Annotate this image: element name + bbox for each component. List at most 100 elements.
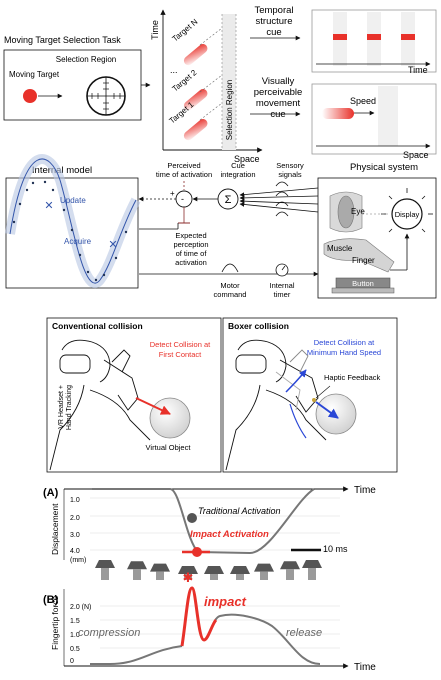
visual-space-label: Space [403, 150, 429, 160]
boxer-virtual-object [315, 393, 357, 435]
target-2-blob [183, 89, 208, 111]
boxer-panel [222, 317, 398, 473]
detect-first-l1: Detect Collision at [150, 340, 211, 349]
vr-headset-l1: VR Headset + [58, 385, 65, 429]
detect-min-l1: Detect Collision at [314, 338, 375, 347]
button-cap-icon [127, 561, 147, 570]
impact-star-icon: ✱ [183, 570, 194, 585]
panel-b-tick-4: 0.5 [70, 646, 80, 653]
haptic-point [312, 398, 316, 402]
traditional-activation-label: Traditional Activation [198, 506, 281, 516]
panel-b: (B) Time Fingertip force 2.0 (N) 1.5 1.0… [43, 586, 376, 673]
button-cap-icon [302, 560, 322, 568]
selection-region-vertical-label: Selection Region [225, 80, 234, 140]
conventional-panel [46, 317, 222, 473]
panel-a-tick-1: 1.0 [70, 497, 80, 504]
moving-target-dot [23, 89, 37, 103]
task-title: Moving Target Selection Task [4, 35, 121, 45]
display-label: Display [395, 210, 420, 219]
panel-a: (A) Time Displacement 1.0 2.0 3.0 4.0 (m… [43, 485, 376, 585]
target-n-blob [183, 44, 208, 66]
compression-label: compression [78, 627, 140, 639]
sensory-signals-l1: Sensory [276, 161, 304, 170]
temporal-pulse [367, 34, 381, 40]
min-speed-arrow [315, 401, 339, 419]
minus-sign: - [181, 194, 184, 204]
update-marker: ✕ [44, 200, 53, 212]
virtual-object-label: Virtual Object [146, 443, 192, 452]
button-cap-icon [204, 566, 224, 574]
physical-system-title: Physical system [350, 162, 418, 173]
button-cap-icon [254, 563, 274, 572]
panel-b-tick-5: 0 [70, 658, 74, 665]
button-cap-icon [178, 566, 198, 574]
motor-command-pulse [221, 263, 239, 273]
impact-activation-dot [192, 547, 202, 557]
internal-timer-l2: timer [274, 290, 291, 299]
button-stem [210, 574, 218, 580]
motor-command-l2: command [214, 290, 247, 299]
time-space-plot: Time Space Selection Region Target N ...… [150, 9, 263, 164]
panel-b-tick-3: 1.0 [70, 632, 80, 639]
button-label: Button [352, 279, 374, 288]
expected-perception-l4: activation [175, 258, 207, 267]
comparator-node [175, 190, 193, 208]
finger-label: Finger [352, 256, 375, 265]
force-curve [181, 586, 321, 665]
panel-a-time-label: Time [354, 485, 376, 496]
temporal-cue-l2: structure [256, 16, 293, 27]
haptic-label: Haptic Feedback [324, 373, 381, 382]
eye-label: Eye [351, 207, 365, 216]
button-stem [260, 571, 268, 580]
speed-blob [322, 108, 354, 119]
speed-label: Speed [350, 96, 376, 106]
button-press-strip: ✱ [95, 560, 322, 585]
button-cap-icon [150, 563, 170, 572]
compression-curve [90, 645, 183, 665]
impact-direction-arrow [135, 397, 171, 415]
temporal-cue-l1: Temporal [254, 5, 293, 16]
impact-label: impact [204, 594, 247, 609]
detect-min-l2: Minimum Hand Speed [307, 348, 381, 357]
selection-region-label: Selection Region [56, 55, 116, 64]
release-label: release [286, 627, 322, 639]
button-cap-icon [95, 560, 115, 568]
expected-perception-l2: perception [173, 240, 208, 249]
approach-arrow [285, 369, 307, 393]
visual-cue-l3: movement [256, 98, 301, 109]
space-axis-label: Space [234, 154, 260, 164]
time-axis-label: Time [150, 20, 160, 40]
displacement-curve [92, 488, 315, 555]
cue-integration-l1: Cue [231, 161, 245, 170]
sensory-signals-l2: signals [278, 170, 302, 179]
target-n-label: Target N [171, 17, 200, 43]
boxer-title: Boxer collision [228, 321, 289, 331]
panel-a-tick-3: 3.0 [70, 532, 80, 539]
model-samples [12, 180, 128, 282]
temporal-pulse [333, 34, 347, 40]
perceived-time-l2: time of activation [156, 170, 212, 179]
visual-cue-l4: cue [270, 109, 285, 120]
button-stem [184, 574, 192, 580]
motor-command-l1: Motor [220, 281, 240, 290]
model-curve [9, 158, 137, 284]
temporal-time-label: Time [408, 65, 428, 75]
button-stem [156, 571, 164, 580]
visual-cue-l2: perceivable [254, 87, 303, 98]
crosshair-icon [86, 76, 126, 116]
button-cap-icon [280, 561, 300, 570]
detect-first-l2: First Contact [159, 350, 202, 359]
acquire-label: Acquire [64, 237, 92, 246]
update-label: Update [60, 196, 86, 205]
expected-perception-l3: of time of [176, 249, 208, 258]
collision-section: Conventional collision Boxer collision V… [46, 317, 398, 473]
acquire-marker: ✕ [108, 239, 117, 251]
display-icon [391, 198, 423, 230]
retract-arc [289, 403, 307, 439]
panel-b-ylabel: Fingertip force [50, 595, 60, 650]
target-1-blob [183, 119, 208, 141]
scale-bar-label: 10 ms [323, 544, 348, 554]
model-section: Internal model Physical system ✕ Update … [5, 154, 437, 299]
panel-a-tick-2: 2.0 [70, 515, 80, 522]
perceived-time-l1: Perceived [167, 161, 200, 170]
